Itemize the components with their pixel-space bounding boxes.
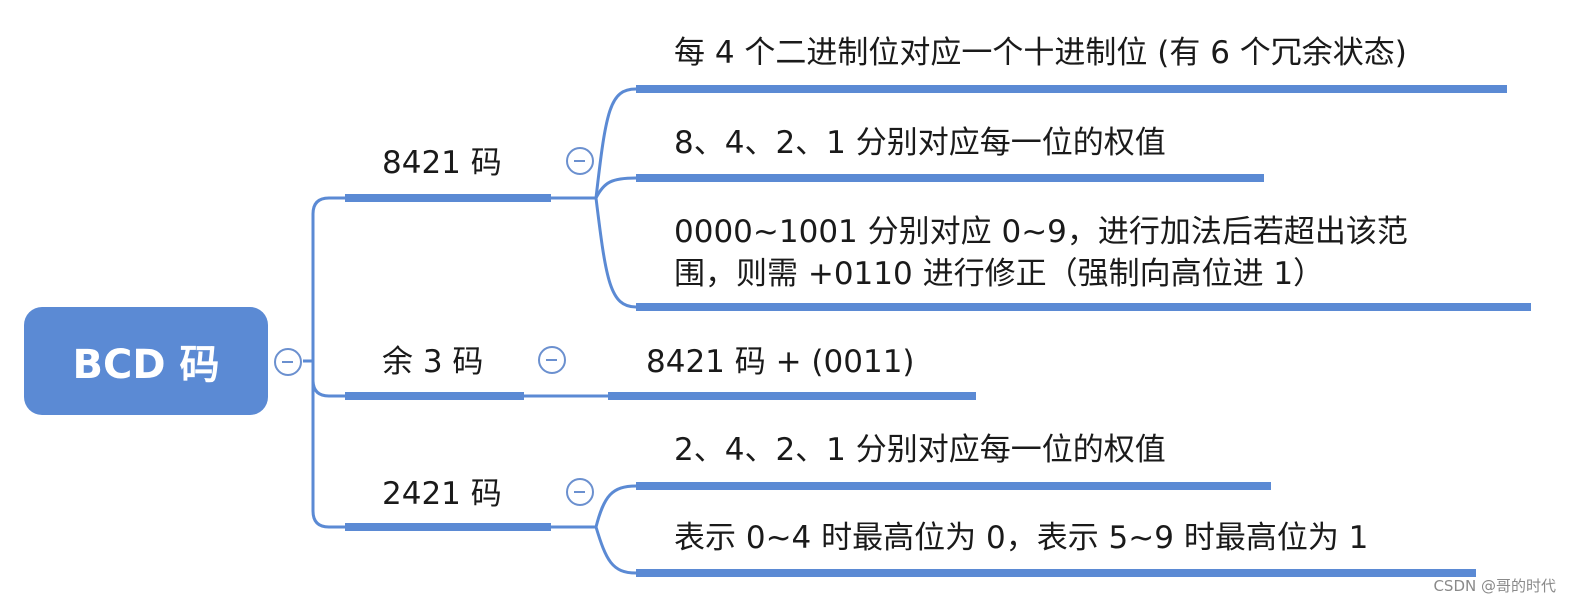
branch-8421-underline	[345, 194, 551, 202]
leaf-8421-3-line-1: 0000~1001 分别对应 0~9，进行加法后若超出该范	[674, 214, 1408, 250]
branch-excess3-collapse-toggle-icon[interactable]	[538, 346, 566, 374]
leaf-2421-1-underline	[636, 482, 1271, 490]
connector-2421-child-2	[594, 526, 637, 575]
connector-root-to-2421	[311, 361, 345, 529]
leaf-2421-2-underline	[636, 569, 1476, 577]
leaf-excess3-1-underline	[608, 392, 976, 400]
leaf-8421-3-underline	[636, 303, 1531, 311]
leaf-excess3-1[interactable]: 8421 码 + (0011)	[646, 344, 915, 380]
leaf-8421-3-line-2: 围，则需 +0110 进行修正（强制向高位进 1）	[674, 256, 1325, 292]
connector-2421-child-1	[594, 484, 637, 528]
branch-excess3-label[interactable]: 余 3 码	[382, 344, 484, 380]
watermark: CSDN @哥的时代	[1433, 577, 1556, 595]
branch-8421-collapse-toggle-icon[interactable]	[566, 147, 594, 175]
root-node[interactable]: BCD 码	[24, 307, 268, 415]
leaf-2421-1[interactable]: 2、4、2、1 分别对应每一位的权值	[674, 432, 1166, 468]
leaf-8421-1-underline	[636, 85, 1507, 93]
branch-2421-collapse-toggle-icon[interactable]	[566, 478, 594, 506]
leaf-8421-1[interactable]: 每 4 个二进制位对应一个十进制位 (有 6 个冗余状态)	[674, 35, 1407, 71]
root-label: BCD 码	[72, 342, 220, 388]
connector-8421-child-1	[594, 87, 637, 199]
branch-excess3-underline	[345, 392, 524, 400]
branch-8421-label[interactable]: 8421 码	[382, 145, 502, 181]
connector-root-to-8421	[311, 196, 345, 361]
connector-root-to-excess3	[311, 361, 345, 398]
connector-8421-child-3	[594, 197, 637, 309]
leaf-8421-2-underline	[636, 174, 1264, 182]
branch-2421-underline	[345, 523, 551, 531]
connector-8421-child-2	[594, 176, 637, 199]
root-collapse-toggle-icon[interactable]	[274, 348, 302, 376]
branch-2421-label[interactable]: 2421 码	[382, 476, 502, 512]
leaf-8421-2[interactable]: 8、4、2、1 分别对应每一位的权值	[674, 125, 1166, 161]
leaf-2421-2[interactable]: 表示 0~4 时最高位为 0，表示 5~9 时最高位为 1	[674, 520, 1369, 556]
